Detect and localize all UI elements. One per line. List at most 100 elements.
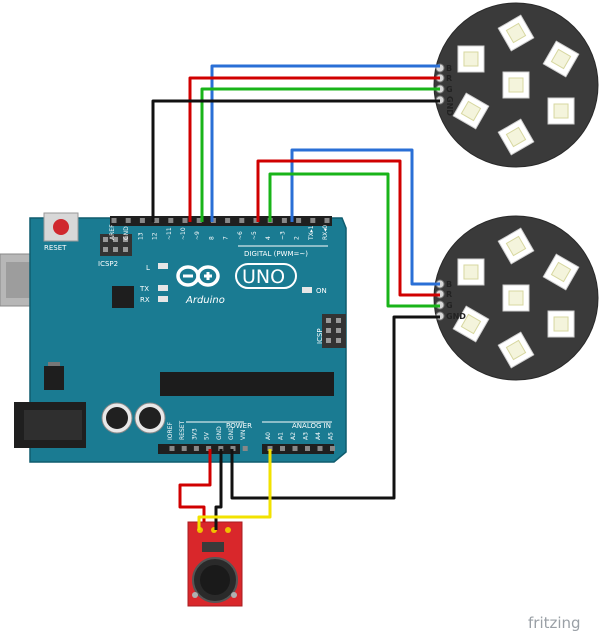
power-pin-4	[218, 446, 224, 451]
regulator	[44, 366, 64, 390]
on-label: ON	[316, 287, 327, 295]
power-pin-2	[193, 446, 199, 451]
capacitor-1	[101, 402, 133, 434]
led-top-pin-g: G	[446, 85, 453, 94]
digital-pin-8	[225, 218, 231, 223]
reset-button[interactable]	[43, 212, 79, 242]
digital-pin-15	[324, 218, 330, 223]
analog-pin-1	[280, 446, 285, 451]
power-label: POWER	[226, 422, 252, 430]
digital-pin-6	[196, 218, 202, 223]
arduino-logo	[176, 265, 220, 287]
ring-top-led-0	[502, 71, 530, 99]
digital-pin-10	[253, 218, 259, 223]
analog-pin-4	[317, 446, 323, 451]
l-label: L	[146, 264, 150, 272]
digital-pin-label: 7	[223, 236, 230, 240]
digital-pin-label: TX▸1	[308, 225, 315, 241]
tx-label: TX	[139, 285, 149, 293]
power-pin-label: GND	[216, 426, 223, 440]
led-ring-top-leds	[452, 14, 580, 156]
led-bottom-pin-r: R	[446, 290, 452, 299]
arduino-brand: Arduino	[185, 295, 225, 306]
led-bottom-pin-gnd: GND	[446, 312, 466, 321]
wire-red-mic	[178, 449, 212, 522]
digital-pin-3	[154, 218, 160, 223]
digital-pin-label: ~6	[237, 231, 244, 240]
power-pin-label: RESET	[179, 420, 186, 440]
analog-pin-label: A5	[328, 432, 335, 440]
digital-pin-label: 13	[137, 232, 144, 240]
wire-green-top	[200, 87, 440, 222]
fritzing-brand: fritzing	[528, 614, 581, 632]
digital-pin-9	[239, 218, 245, 223]
wire-black-top	[151, 99, 440, 222]
led-top-pin-r: R	[446, 74, 452, 83]
digital-pin-5	[182, 218, 188, 223]
analog-pin-3	[305, 446, 310, 451]
digital-pin-label: ~3	[279, 231, 286, 240]
led-top-pin-gnd: GND	[445, 96, 454, 116]
analog-pin-label: A1	[278, 432, 285, 440]
digital-pin-1	[125, 218, 131, 223]
digital-pin-label: RX◂0	[322, 225, 329, 240]
led-bottom-pin-b: B	[446, 280, 452, 289]
ring-top-led-5	[452, 92, 490, 130]
usb-chip	[112, 286, 134, 308]
power-pin-label: 5V	[204, 431, 211, 440]
l-led	[158, 263, 168, 269]
wires	[151, 64, 440, 530]
led-top-pin-b: B	[446, 64, 452, 73]
digital-pin-label: ~9	[194, 231, 201, 240]
ring-bottom-led-0	[502, 284, 530, 312]
led-ring-bottom-leds	[452, 227, 580, 369]
reset-label: RESET	[44, 244, 67, 252]
power-pin-label: VIN	[240, 430, 247, 440]
digital-pin-label: 4	[265, 236, 272, 240]
analog-pin-5	[330, 446, 335, 451]
led-bottom-pin-g: G	[446, 301, 453, 310]
analog-pin-0	[267, 446, 273, 451]
tx-led	[158, 285, 168, 291]
ring-top-led-2	[542, 40, 580, 78]
rx-led	[158, 296, 168, 302]
main-chip	[160, 372, 334, 396]
analog-label: ANALOG IN	[292, 422, 331, 430]
ring-top-led-4	[497, 118, 535, 156]
power-pin-1	[181, 446, 187, 451]
led-ring-bottom: B R G GND	[433, 215, 599, 381]
icsp-label: ICSP	[316, 328, 324, 344]
icsp2-header	[100, 234, 132, 256]
ring-top-led-3	[547, 97, 575, 125]
analog-header	[262, 444, 334, 454]
icsp2-label: ICSP2	[98, 260, 118, 268]
digital-pin-4	[168, 218, 174, 223]
microphone-module	[187, 521, 243, 607]
power-pin-6	[242, 446, 248, 451]
digital-pin-0	[111, 218, 117, 223]
ring-bottom-led-6	[457, 258, 485, 286]
wire-yellow-mic	[197, 449, 272, 530]
power-pin-5	[230, 446, 236, 451]
led-ring-top: B R G GND	[433, 2, 599, 168]
wire-red-bottom	[256, 159, 440, 297]
digital-pin-label: AREF	[109, 224, 116, 240]
digital-label: DIGITAL (PWM=~)	[244, 250, 308, 258]
digital-pin-12	[281, 218, 287, 223]
digital-header	[110, 216, 332, 226]
ring-bottom-led-1	[497, 227, 535, 265]
power-pin-label: GND	[228, 426, 235, 440]
ring-bottom-led-3	[547, 310, 575, 338]
uno-label: UNO	[242, 266, 285, 288]
analog-pin-label: A3	[303, 432, 310, 440]
digital-pin-label: 2	[294, 236, 301, 240]
digital-pin-label: GND	[123, 226, 130, 240]
wire-green-bottom	[268, 172, 440, 308]
power-header	[158, 444, 240, 454]
analog-pin-label: A2	[290, 432, 297, 440]
digital-pin-label: 8	[208, 236, 215, 240]
wire-black-bottom	[230, 315, 440, 500]
